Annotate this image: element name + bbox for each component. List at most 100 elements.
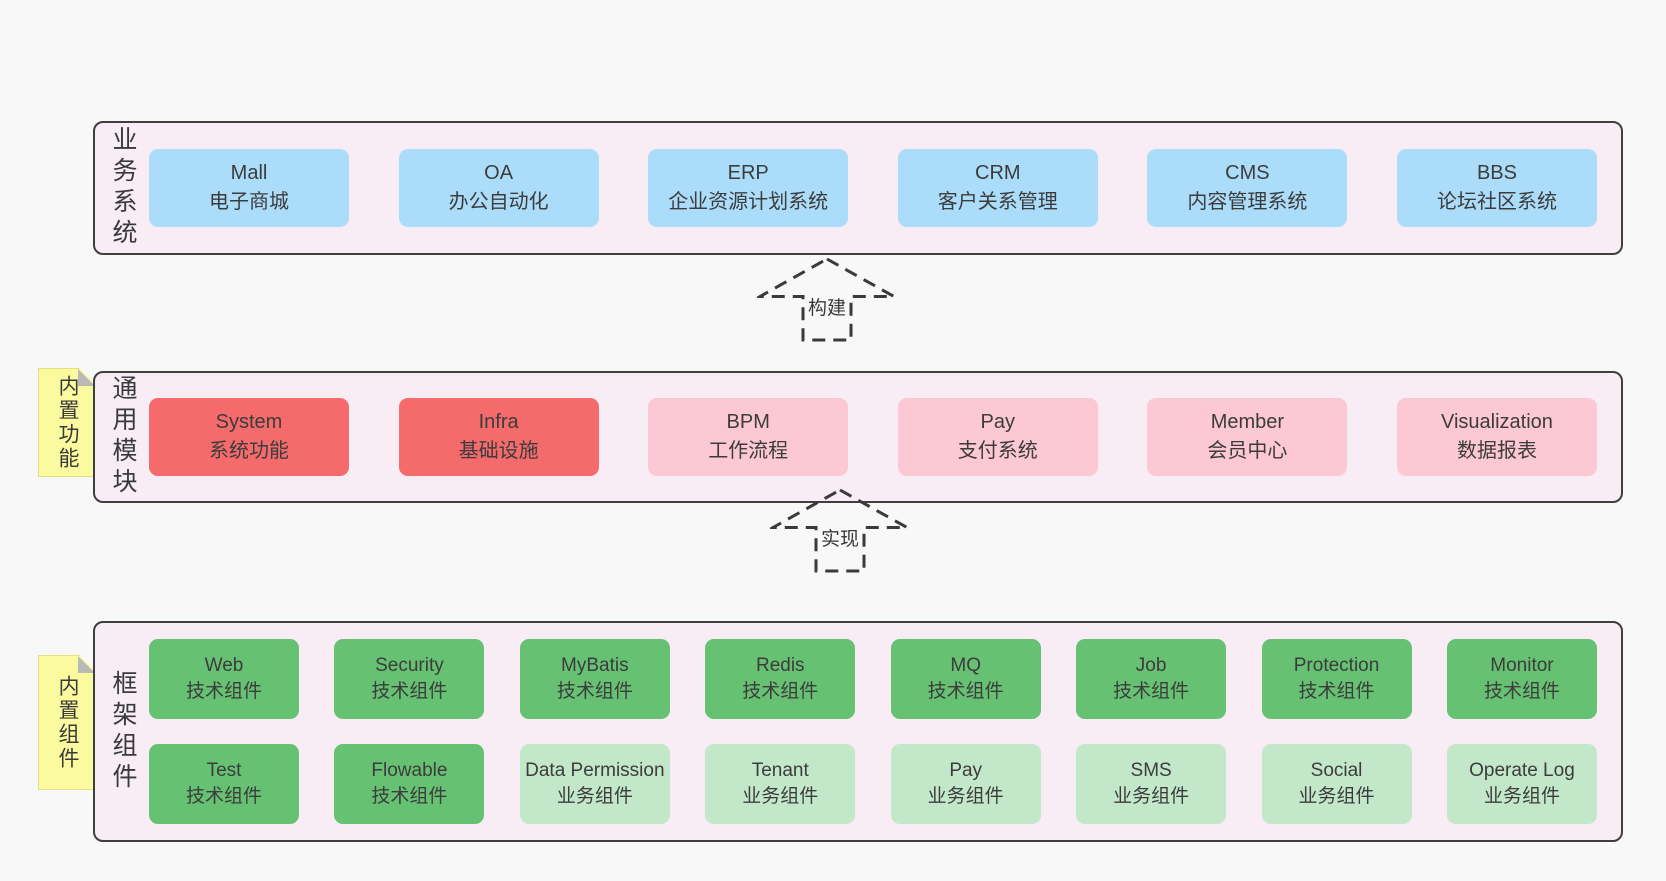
box-pay-component: Pay 业务组件 [890,744,1041,824]
box-subtitle: 技术组件 [742,681,819,702]
box-system: System 系统功能 [149,398,349,476]
sticky-note-label: 内置功能 [56,374,79,471]
sticky-note-built-in-components: 内置组件 [38,655,96,790]
box-title: Flowable [371,759,448,781]
box-subtitle: 技术组件 [185,786,262,807]
box-subtitle: 业务组件 [556,786,633,807]
box-title: Operate Log [1469,759,1575,781]
box-title: Web [204,654,244,676]
box-job: Job 技术组件 [1076,639,1227,719]
box-subtitle: 会员中心 [1207,440,1288,462]
box-title: Redis [755,654,805,676]
box-monitor: Monitor 技术组件 [1446,639,1597,719]
box-subtitle: 支付系统 [957,440,1038,462]
box-crm: CRM 客户关系管理 [897,149,1098,227]
box-subtitle: 业务组件 [1483,786,1560,807]
box-title: CMS [1225,162,1270,184]
box-title: Job [1135,654,1167,676]
band-common-modules: 通用模块 System 系统功能 Infra 基础设施 BPM 工作流程 Pay… [93,371,1623,503]
band-boxes: System 系统功能 Infra 基础设施 BPM 工作流程 Pay 支付系统… [149,373,1597,501]
box-subtitle: 技术组件 [1298,681,1375,702]
box-subtitle: 业务组件 [1113,786,1190,807]
band-boxes: Web 技术组件 Security 技术组件 MyBatis 技术组件 Redi… [149,623,1597,840]
box-cms: CMS 内容管理系统 [1147,149,1348,227]
box-title: Security [375,654,444,676]
box-subtitle: 办公自动化 [448,191,549,213]
box-title: Data Permission [525,759,665,781]
box-infra: Infra 基础设施 [398,398,599,476]
box-subtitle: 电子商城 [209,191,289,213]
sticky-note-label: 内置组件 [56,674,79,771]
band-business-systems: 业务系统 Mall 电子商城 OA 办公自动化 ERP 企业资源计划系统 CRM… [93,121,1623,255]
box-redis: Redis 技术组件 [705,639,856,719]
box-subtitle: 基础设施 [458,440,539,462]
box-pay: Pay 支付系统 [897,398,1098,476]
box-title: Social [1310,759,1363,781]
box-subtitle: 技术组件 [185,681,262,702]
box-title: Mall [230,162,268,184]
box-security: Security 技术组件 [334,639,485,719]
box-title: Test [206,759,242,781]
box-title: Member [1210,411,1285,433]
box-subtitle: 业务组件 [742,786,819,807]
box-subtitle: 系统功能 [209,440,289,462]
box-title: Pay [949,759,983,781]
arrow-build: 构建 [757,257,897,342]
box-subtitle: 技术组件 [1113,681,1190,702]
box-subtitle: 技术组件 [1483,681,1560,702]
box-subtitle: 工作流程 [708,440,789,462]
box-subtitle: 数据报表 [1456,440,1537,462]
box-protection: Protection 技术组件 [1261,639,1412,719]
box-title: BPM [726,411,770,433]
box-mybatis: MyBatis 技术组件 [519,639,670,719]
box-operate-log: Operate Log 业务组件 [1446,744,1597,824]
box-mall: Mall 电子商城 [149,149,349,227]
box-sms: SMS 业务组件 [1076,744,1227,824]
arrow-implement: 实现 [770,488,910,573]
component-row-1: Web 技术组件 Security 技术组件 MyBatis 技术组件 Redi… [149,639,1597,719]
band-label: 通用模块 [109,375,137,499]
box-subtitle: 技术组件 [371,681,448,702]
box-title: BBS [1476,162,1517,184]
box-erp: ERP 企业资源计划系统 [648,149,849,227]
box-oa: OA 办公自动化 [398,149,599,227]
box-subtitle: 内容管理系统 [1187,191,1308,213]
box-bbs: BBS 论坛社区系统 [1396,149,1597,227]
box-subtitle: 业务组件 [927,786,1004,807]
band-label: 业务系统 [109,126,137,250]
box-social: Social 业务组件 [1261,744,1412,824]
box-title: Infra [478,411,519,433]
arrow-build-label: 构建 [804,293,850,320]
box-bpm: BPM 工作流程 [648,398,849,476]
box-web: Web 技术组件 [149,639,299,719]
box-tenant: Tenant 业务组件 [705,744,856,824]
arrow-implement-label: 实现 [817,524,863,551]
box-subtitle: 技术组件 [927,681,1004,702]
box-flowable: Flowable 技术组件 [334,744,485,824]
box-subtitle: 技术组件 [556,681,633,702]
box-title: ERP [727,162,769,184]
box-title: Visualization [1441,411,1553,433]
box-title: Protection [1293,654,1380,676]
box-mq: MQ 技术组件 [890,639,1041,719]
box-title: SMS [1130,759,1172,781]
box-title: Tenant [751,759,809,781]
box-title: CRM [975,162,1021,184]
box-subtitle: 技术组件 [371,786,448,807]
component-row-2: Test 技术组件 Flowable 技术组件 Data Permission … [149,744,1597,824]
box-title: Pay [980,411,1016,433]
box-title: MQ [950,654,981,676]
box-data-permission: Data Permission 业务组件 [519,744,670,824]
box-visualization: Visualization 数据报表 [1396,398,1597,476]
box-test: Test 技术组件 [149,744,299,824]
band-label: 框架组件 [109,669,137,794]
box-subtitle: 业务组件 [1298,786,1375,807]
box-member: Member 会员中心 [1147,398,1348,476]
box-subtitle: 论坛社区系统 [1436,191,1557,213]
box-subtitle: 客户关系管理 [937,191,1058,213]
box-title: System [215,411,283,433]
band-boxes: Mall 电子商城 OA 办公自动化 ERP 企业资源计划系统 CRM 客户关系… [149,123,1597,253]
band-framework-components: 框架组件 Web 技术组件 Security 技术组件 MyBatis 技术组件… [93,621,1623,842]
box-subtitle: 企业资源计划系统 [668,191,829,213]
